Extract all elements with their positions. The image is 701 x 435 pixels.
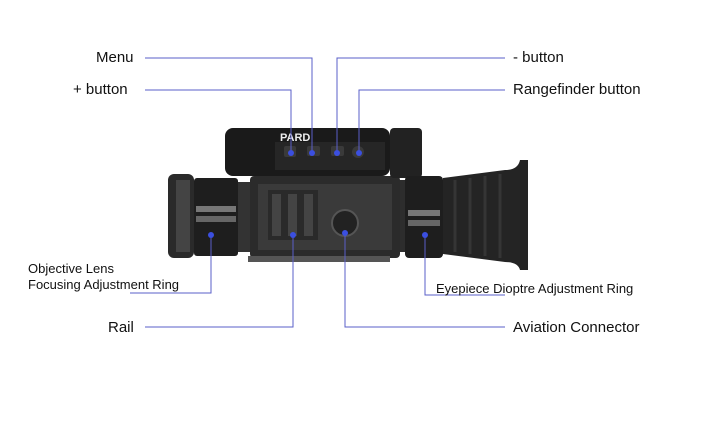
label-objective-lens: Objective Lens — [28, 261, 114, 276]
callout-dots — [208, 150, 428, 238]
thermal-scope-image: PARD — [168, 128, 528, 270]
label-rangefinder-button: Rangefinder button — [513, 81, 641, 98]
label-focusing-ring: Focusing Adjustment Ring — [28, 277, 180, 292]
label-aviation-connector: Aviation Connector — [513, 319, 640, 336]
label-menu: Menu — [96, 49, 134, 66]
label-eyepiece-ring: Eyepiece Dioptre Adjustment Ring — [436, 281, 634, 296]
label-minus-button: - button — [513, 49, 564, 66]
label-rail: Rail — [108, 319, 134, 336]
brand-logo: PARD — [280, 132, 310, 144]
leader-lines — [130, 57, 505, 328]
label-plus-button: + button — [73, 81, 128, 98]
